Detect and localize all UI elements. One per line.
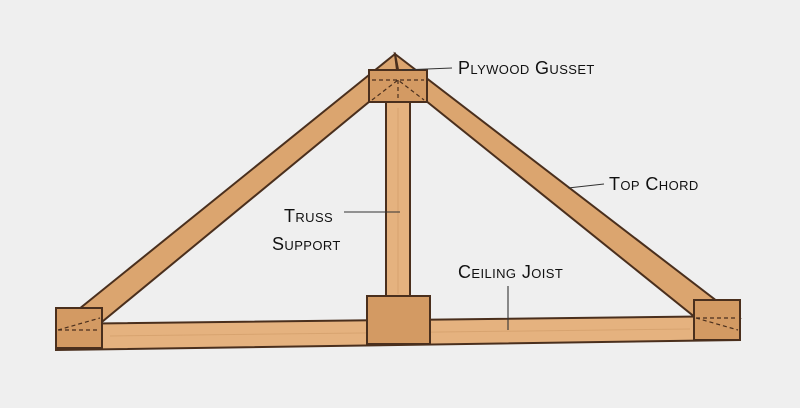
left-heel-dashed bbox=[57, 317, 101, 331]
label-truss-support-line1: Truss bbox=[284, 206, 333, 226]
right-heel-block bbox=[693, 299, 741, 341]
left-heel-block bbox=[55, 307, 103, 349]
right-heel-dashed bbox=[695, 317, 739, 331]
leader-top-chord bbox=[567, 183, 605, 189]
label-top-chord: Top Chord bbox=[609, 174, 699, 194]
gusset-dashed-lines bbox=[371, 79, 425, 102]
left-top-chord bbox=[55, 52, 400, 327]
label-plywood-gusset: Plywood Gusset bbox=[458, 58, 595, 78]
label-ceiling-joist: Ceiling Joist bbox=[458, 262, 563, 282]
center-joist-block bbox=[366, 295, 431, 345]
leader-plywood-gusset bbox=[401, 67, 453, 71]
label-truss-support-line2: Support bbox=[272, 234, 341, 254]
